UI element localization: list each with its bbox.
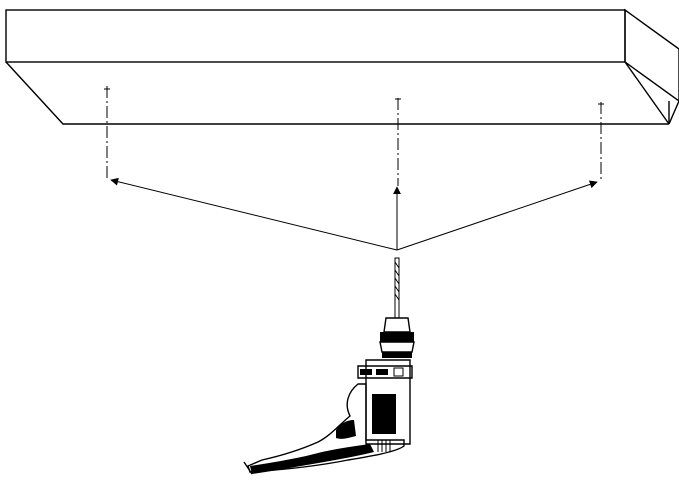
arrow-to-left-hole: [110, 177, 398, 251]
drill-hole-right: [598, 102, 604, 182]
drill-hole-center: [395, 98, 401, 186]
arrow-to-right-hole: [396, 180, 598, 251]
drill-hole-left: [104, 86, 110, 180]
power-drill: [243, 257, 415, 475]
ceiling-slab-hatched: [5, 8, 679, 125]
